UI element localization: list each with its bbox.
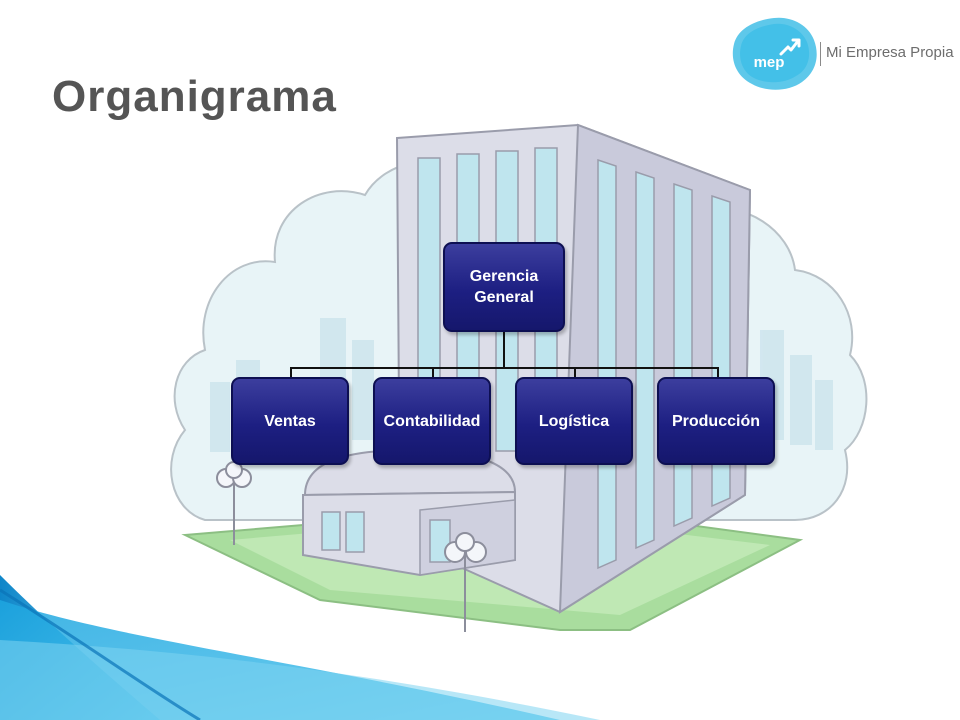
connector-drop-1 — [290, 367, 292, 378]
logo-company-name: Mi Empresa Propia — [826, 44, 954, 61]
logo-blob-icon — [732, 17, 817, 90]
connector-horizontal-bar — [290, 367, 719, 369]
lamp-post-right — [444, 532, 487, 632]
page-title: Organigrama — [52, 72, 337, 121]
org-node-contabilidad: Contabilidad — [373, 377, 491, 465]
growth-arrow-icon — [779, 38, 801, 56]
logo-divider — [820, 42, 821, 66]
company-logo: mep Mi Empresa Propia — [728, 14, 954, 94]
connector-drop-2 — [432, 367, 434, 378]
org-node-gerencia-general: Gerencia General — [443, 242, 565, 332]
org-node-ventas: Ventas — [231, 377, 349, 465]
connector-drop-3 — [574, 367, 576, 378]
logo-mark: mep — [753, 54, 785, 71]
org-node-logistica: Logística — [515, 377, 633, 465]
connector-root-stem — [503, 332, 505, 368]
connector-drop-4 — [717, 367, 719, 378]
org-node-produccion: Producción — [657, 377, 775, 465]
